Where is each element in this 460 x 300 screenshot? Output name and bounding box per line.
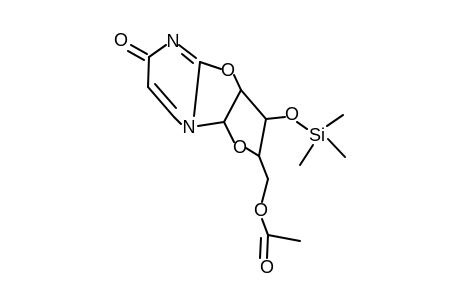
- atom-silicon: Si: [309, 125, 325, 145]
- bond-c-c-double-2: [154, 83, 177, 109]
- bond-c-osi: [265, 116, 286, 120]
- atom-ring-nitrogen: N: [167, 31, 180, 51]
- bond-c-o-double-2: [127, 50, 145, 61]
- bond-nbridge-c: [197, 121, 225, 127]
- bond-c-c-fused: [223, 89, 242, 123]
- atom-labels: O N O N O O Si O O: [114, 30, 325, 277]
- bond-c-ch2: [258, 155, 269, 180]
- bond-c-nbridge: [173, 116, 182, 125]
- atom-furanose-oxygen: O: [233, 137, 247, 157]
- bond-c-o-acyl-double-1: [266, 234, 269, 259]
- bond-c2-nbridge: [193, 61, 201, 117]
- bond-c-c-ring: [147, 56, 150, 88]
- bond-o-c: [233, 74, 242, 91]
- atom-acetate-ester-oxygen: O: [254, 200, 268, 220]
- bond-c-o-double-1: [130, 44, 148, 55]
- atom-acetate-carbonyl-oxygen: O: [260, 257, 274, 277]
- bond-si-me-2: [327, 138, 346, 158]
- bond-n-c2-double-1: [178, 44, 197, 59]
- bonds: [127, 44, 346, 259]
- atom-carbonyl-oxygen: O: [114, 30, 128, 50]
- bond-si-me-3: [299, 144, 314, 166]
- bond-c-ch3: [267, 234, 301, 242]
- atom-oxazoline-oxygen: O: [221, 60, 235, 80]
- bond-ch2-o: [261, 178, 269, 203]
- atom-bridge-nitrogen: N: [183, 117, 196, 137]
- bond-o-si: [296, 121, 308, 130]
- bond-c-c-furan: [258, 118, 267, 157]
- bond-c2-o: [199, 61, 222, 70]
- bond-c-n: [148, 44, 167, 58]
- bond-c-c-double-1: [147, 86, 175, 118]
- bond-ofuran-c: [245, 147, 260, 157]
- atom-silyl-ether-oxygen: O: [285, 104, 299, 124]
- bond-si-me-1: [326, 114, 344, 127]
- bond-n-c2-double-2: [181, 53, 194, 64]
- bond-c-o-acyl-double-2: [259, 237, 262, 259]
- bond-c-c-top: [240, 89, 267, 120]
- bond-c-ofuran: [223, 121, 235, 143]
- bond-o-c-acyl: [261, 218, 269, 236]
